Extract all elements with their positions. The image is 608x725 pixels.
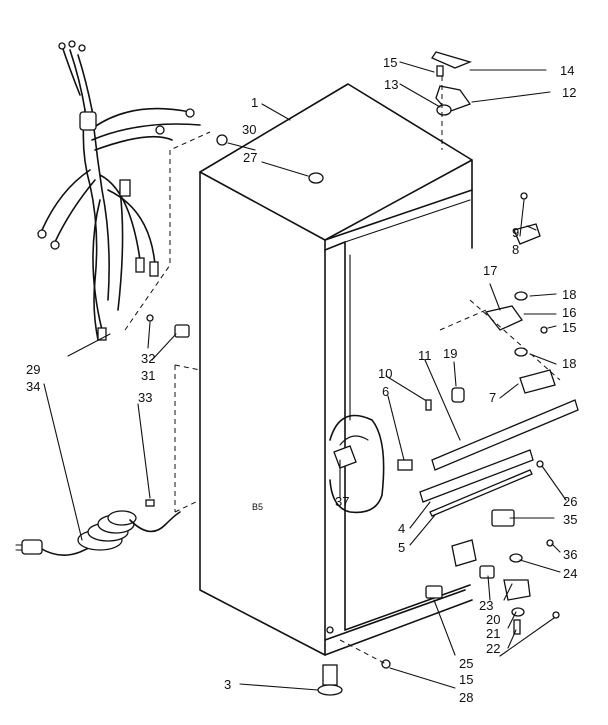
label-37: 37	[335, 494, 349, 509]
label-25: 25	[459, 656, 473, 671]
part-15-screw-bottom	[552, 611, 560, 619]
part-32-screw	[146, 314, 154, 322]
part-7-rail	[519, 369, 556, 394]
label-14: 14	[560, 63, 574, 78]
part-28-plug	[381, 659, 391, 669]
label-33: 33	[138, 390, 152, 405]
part-36-screw	[546, 539, 554, 547]
label-19: 19	[443, 346, 457, 361]
label-26: 26	[563, 494, 577, 509]
label-24: 24	[563, 566, 577, 581]
part-31-bracket	[174, 324, 190, 338]
part-21-washer	[511, 607, 525, 617]
part-27-plug	[308, 172, 324, 184]
power-cord	[15, 510, 181, 556]
part-18-washer-bottom	[514, 347, 528, 357]
part-6-clip	[397, 459, 413, 471]
part-11-bar	[431, 399, 579, 471]
label-28: 28	[459, 690, 473, 705]
label-22: 22	[486, 641, 500, 656]
label-15-top: 15	[383, 55, 397, 70]
part-37-clip	[333, 445, 357, 469]
label-11: 11	[418, 348, 432, 363]
part-9-screw	[520, 192, 528, 200]
part-18-washer-top	[514, 291, 528, 301]
label-23: 23	[479, 598, 493, 613]
label-3: 3	[224, 677, 231, 692]
wiring-harness	[37, 40, 201, 341]
label-36: 36	[563, 547, 577, 562]
part-30-grommet	[216, 134, 228, 146]
label-15-mid: 15	[562, 320, 576, 335]
label-18-bottom: 18	[562, 356, 576, 371]
cabinet-mark: B5	[252, 502, 263, 512]
part-16-hinge	[484, 305, 523, 331]
label-29: 29	[26, 362, 40, 377]
label-32: 32	[141, 351, 155, 366]
part-33-clip	[145, 499, 155, 507]
part-5-rod	[429, 469, 533, 517]
cabinet-hinge-bracket	[451, 539, 477, 567]
part-24-washer	[509, 553, 523, 563]
label-17: 17	[483, 263, 497, 278]
part-3-leveling-leg	[317, 664, 343, 696]
label-20: 20	[486, 612, 500, 627]
label-35: 35	[563, 512, 577, 527]
label-7: 7	[489, 390, 496, 405]
part-4-bar	[419, 449, 534, 503]
label-21: 21	[486, 626, 500, 641]
part-22-screw	[513, 619, 521, 635]
part-13-shim	[436, 104, 452, 116]
label-16: 16	[562, 305, 576, 320]
part-23-block	[479, 565, 495, 579]
label-4: 4	[398, 521, 405, 536]
label-12: 12	[562, 85, 576, 100]
cabinet	[199, 83, 473, 656]
part-14-hinge-cover	[431, 51, 472, 69]
part-number-labels: 1 30 27 15 13 14 12 9 8 17 18 16 15 18 1…	[26, 55, 577, 705]
label-8: 8	[512, 242, 519, 257]
label-18-top: 18	[562, 287, 576, 302]
part-20-hinge-bottom	[503, 579, 531, 601]
label-30: 30	[242, 122, 256, 137]
part-15-screw-top	[436, 65, 444, 77]
part-25-plate	[425, 585, 443, 599]
label-10: 10	[378, 366, 392, 381]
label-6: 6	[382, 384, 389, 399]
label-5: 5	[398, 540, 405, 555]
part-19-cap	[451, 387, 465, 403]
leader-lines	[43, 61, 567, 691]
label-1: 1	[251, 95, 258, 110]
label-15-bottom: 15	[459, 672, 473, 687]
part-10-screw	[425, 399, 432, 411]
label-27: 27	[243, 150, 257, 165]
label-31: 31	[141, 368, 155, 383]
label-13: 13	[384, 77, 398, 92]
part-15-screw-mid	[540, 326, 548, 334]
part-26-screw	[536, 460, 544, 468]
label-9: 9	[512, 225, 519, 240]
label-34: 34	[26, 379, 40, 394]
